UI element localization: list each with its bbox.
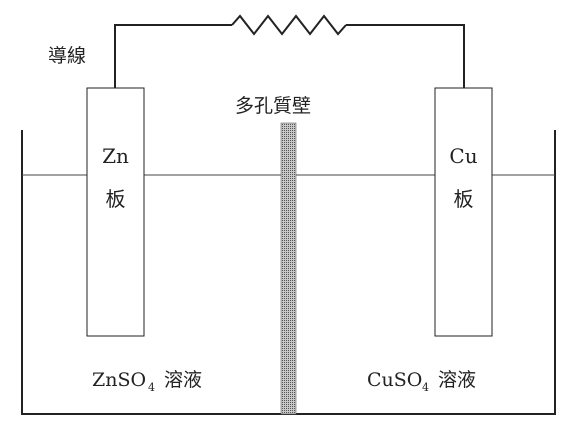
zn-plate [86, 87, 145, 337]
wire-label: 導線 [48, 45, 86, 67]
wire-circuit [114, 14, 465, 88]
cu-plate-label: Cu [449, 144, 477, 168]
porous-wall [280, 122, 297, 415]
left-solution-subscript: 4 [148, 381, 155, 394]
right-solution-name: 溶液 [438, 369, 476, 391]
cu-plate [434, 87, 493, 337]
left-solution-formula: ZnSO [92, 369, 146, 391]
right-solution-formula: CuSO [367, 369, 422, 391]
wire-right [346, 24, 465, 88]
resistor [231, 14, 347, 36]
zn-plate-label: Zn [102, 144, 129, 168]
wire-left [114, 24, 232, 88]
left-solution-label: ZnSO 4 溶液 [92, 369, 202, 394]
right-solution-subscript: 4 [422, 381, 429, 394]
right-solution-label: CuSO 4 溶液 [367, 369, 476, 394]
porous-wall-label: 多孔質壁 [235, 95, 311, 117]
left-solution-name: 溶液 [164, 369, 202, 391]
cu-plate-label-2: 板 [454, 187, 474, 211]
zn-plate-label-2: 板 [106, 187, 126, 211]
